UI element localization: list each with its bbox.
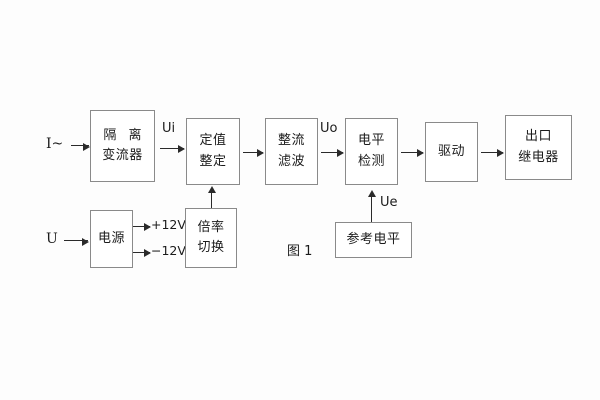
- block-drive-line1: 驱动: [437, 143, 465, 159]
- block-reference-level[interactable]: 参考电平: [335, 222, 412, 258]
- block-setting-adjust-line1: 定值: [199, 133, 227, 149]
- arrow-voltage-input: [64, 237, 89, 246]
- signal-label-ue: Ue: [380, 195, 398, 210]
- arrow-current-input: [71, 142, 90, 151]
- rail-label-negative: −12V: [151, 243, 186, 258]
- block-isolation-ct-line2: 变流器: [102, 148, 143, 163]
- block-setting-adjust-line2: 整定: [199, 153, 227, 169]
- block-level-detection[interactable]: 电平 检测: [345, 118, 398, 185]
- block-power-supply-line1: 电源: [97, 230, 125, 246]
- arrow-ui: [160, 144, 185, 153]
- input-label-current: I~: [46, 136, 64, 152]
- block-multiplier-switch-line1: 倍率: [197, 219, 225, 235]
- block-drive[interactable]: 驱动: [425, 122, 478, 182]
- arrow-drive-to-output: [481, 148, 504, 157]
- arrow-rail-positive: [133, 222, 151, 231]
- input-label-voltage: U: [46, 231, 58, 247]
- rail-label-positive: +12V: [151, 217, 186, 232]
- block-level-detection-line2: 检测: [357, 153, 385, 169]
- block-output-relay[interactable]: 出口 继电器: [505, 115, 572, 180]
- block-rectify-filter-line2: 滤波: [277, 153, 305, 169]
- arrow-multiplier-to-setting: [207, 186, 216, 208]
- arrow-uo: [321, 148, 344, 157]
- arrow-rail-negative: [133, 248, 151, 257]
- block-power-supply[interactable]: 电源: [90, 210, 133, 268]
- signal-label-uo: Uo: [320, 121, 338, 136]
- block-setting-adjust[interactable]: 定值 整定: [186, 118, 240, 185]
- block-output-relay-line2: 继电器: [518, 149, 559, 165]
- block-reference-level-line1: 参考电平: [346, 231, 401, 247]
- block-rectify-filter-line1: 整流: [277, 133, 305, 149]
- arrow-setting-to-rectify: [243, 148, 264, 157]
- block-level-detection-line1: 电平: [357, 133, 385, 149]
- block-multiplier-switch[interactable]: 倍率 切换: [185, 208, 237, 268]
- block-isolation-ct[interactable]: 隔 离 变流器: [90, 110, 155, 182]
- block-isolation-ct-line1: 隔 离: [103, 127, 146, 143]
- figure-caption: 图 1: [287, 244, 313, 259]
- block-multiplier-switch-line2: 切换: [197, 240, 225, 255]
- arrow-reference-to-level: [367, 190, 376, 222]
- arrow-level-to-drive: [401, 148, 424, 157]
- signal-label-ui: Ui: [162, 121, 176, 136]
- block-rectify-filter[interactable]: 整流 滤波: [265, 118, 318, 185]
- block-output-relay-line1: 出口: [524, 129, 552, 145]
